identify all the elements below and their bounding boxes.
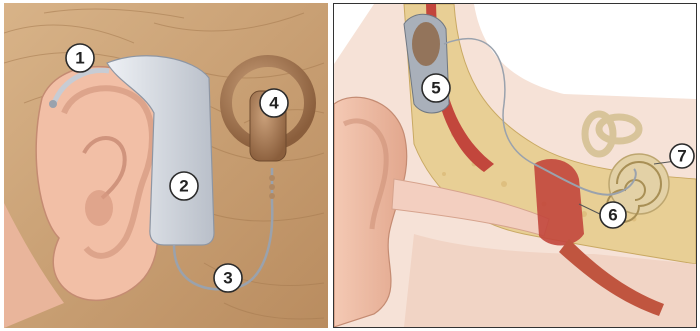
callout-1-number: 1 xyxy=(75,49,84,68)
callout-5: 5 xyxy=(422,74,450,102)
external-view-illustration: 1 2 3 4 xyxy=(4,3,328,328)
internal-view-panel: 5 6 7 xyxy=(333,3,697,328)
microphone-tip xyxy=(49,100,57,108)
receiver-magnet xyxy=(412,22,440,66)
callout-7-number: 7 xyxy=(677,147,686,166)
callout-2-number: 2 xyxy=(179,177,188,196)
internal-view-illustration: 5 6 7 xyxy=(334,4,696,327)
callout-3: 3 xyxy=(214,264,242,292)
callout-7: 7 xyxy=(670,144,694,168)
external-view-panel: 1 2 3 4 xyxy=(4,3,328,328)
callout-4-number: 4 xyxy=(269,94,279,113)
cable-beads xyxy=(269,175,275,199)
callout-5-number: 5 xyxy=(431,79,440,98)
callout-3-number: 3 xyxy=(223,269,232,288)
callout-1: 1 xyxy=(66,44,94,72)
callout-6: 6 xyxy=(600,202,626,228)
callout-6-number: 6 xyxy=(608,206,617,225)
callout-2: 2 xyxy=(170,172,198,200)
callout-4: 4 xyxy=(260,89,288,117)
